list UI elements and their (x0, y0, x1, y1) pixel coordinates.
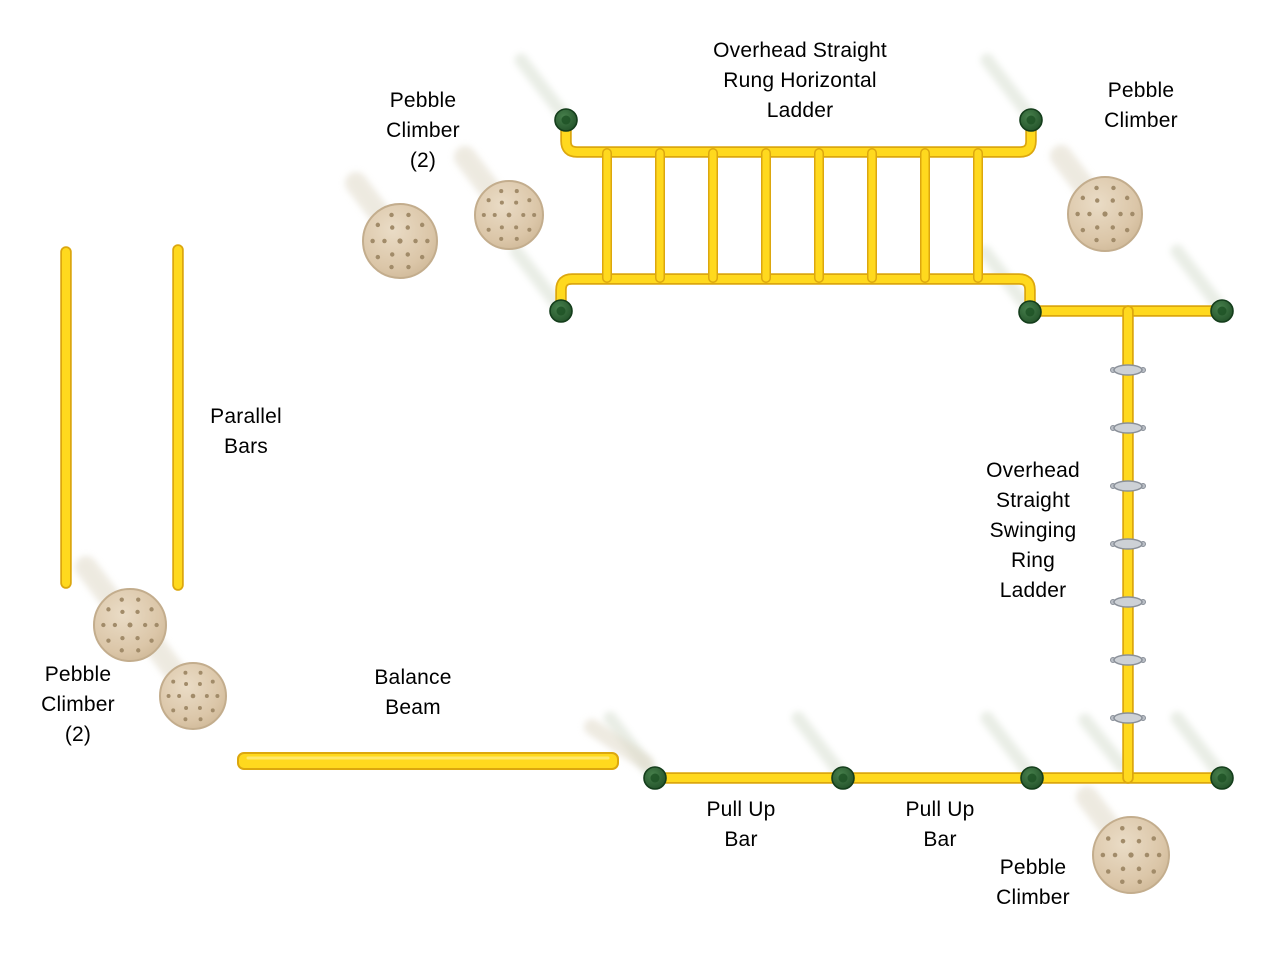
label-pebble-climber-top-right: Pebble Climber (1104, 79, 1178, 132)
label-balance-beam: Balance Beam (374, 666, 452, 719)
swing-ring (1110, 538, 1146, 550)
ladder-top-rail (562, 120, 1035, 156)
support-post (831, 766, 855, 790)
support-post (643, 766, 667, 790)
ladder-bottom-rail (557, 275, 1034, 312)
pebble-climber (362, 203, 438, 279)
swing-ring (1110, 654, 1146, 666)
ladder-rungs (602, 148, 983, 283)
label-pull-up-bar-2: Pull Up Bar (905, 798, 975, 851)
swing-ring (1110, 712, 1146, 724)
pebble-climber (1067, 176, 1143, 252)
support-post (549, 299, 573, 323)
label-pebble-climber-2-top: Pebble Climber (2) (386, 89, 460, 172)
swing-ring (1110, 480, 1146, 492)
support-posts (549, 108, 1234, 790)
swinging-ring-ladder-equipment (1024, 305, 1228, 784)
pebble-climber (159, 662, 227, 730)
support-post (554, 108, 578, 132)
horizontal-rung-ladder-equipment (555, 118, 1037, 314)
ground-shadows (24, 53, 1224, 858)
pebble-climber (474, 180, 544, 250)
label-overhead-rung-ladder: Overhead Straight Rung Horizontal Ladder (713, 39, 887, 122)
label-pebble-climber-bottom-right: Pebble Climber (996, 856, 1070, 909)
swing-ring (1110, 596, 1146, 608)
swing-ring (1110, 364, 1146, 376)
pebble-climbers (93, 176, 1170, 894)
pebble-climber (1092, 816, 1170, 894)
support-post (1018, 300, 1042, 324)
parallel-bars-equipment (60, 244, 184, 591)
support-post (1019, 108, 1043, 132)
support-post (1210, 766, 1234, 790)
swing-ring (1110, 422, 1146, 434)
support-post (1020, 766, 1044, 790)
label-parallel-bars: Parallel Bars (210, 405, 282, 458)
pebble-climber (93, 588, 167, 662)
label-pull-up-bar-1: Pull Up Bar (706, 798, 776, 851)
support-post (1210, 299, 1234, 323)
label-overhead-ring-ladder: Overhead Straight Swinging Ring Ladder (986, 459, 1080, 602)
label-pebble-climber-2-left: Pebble Climber (2) (41, 663, 115, 746)
balance-beam-equipment (237, 752, 619, 770)
